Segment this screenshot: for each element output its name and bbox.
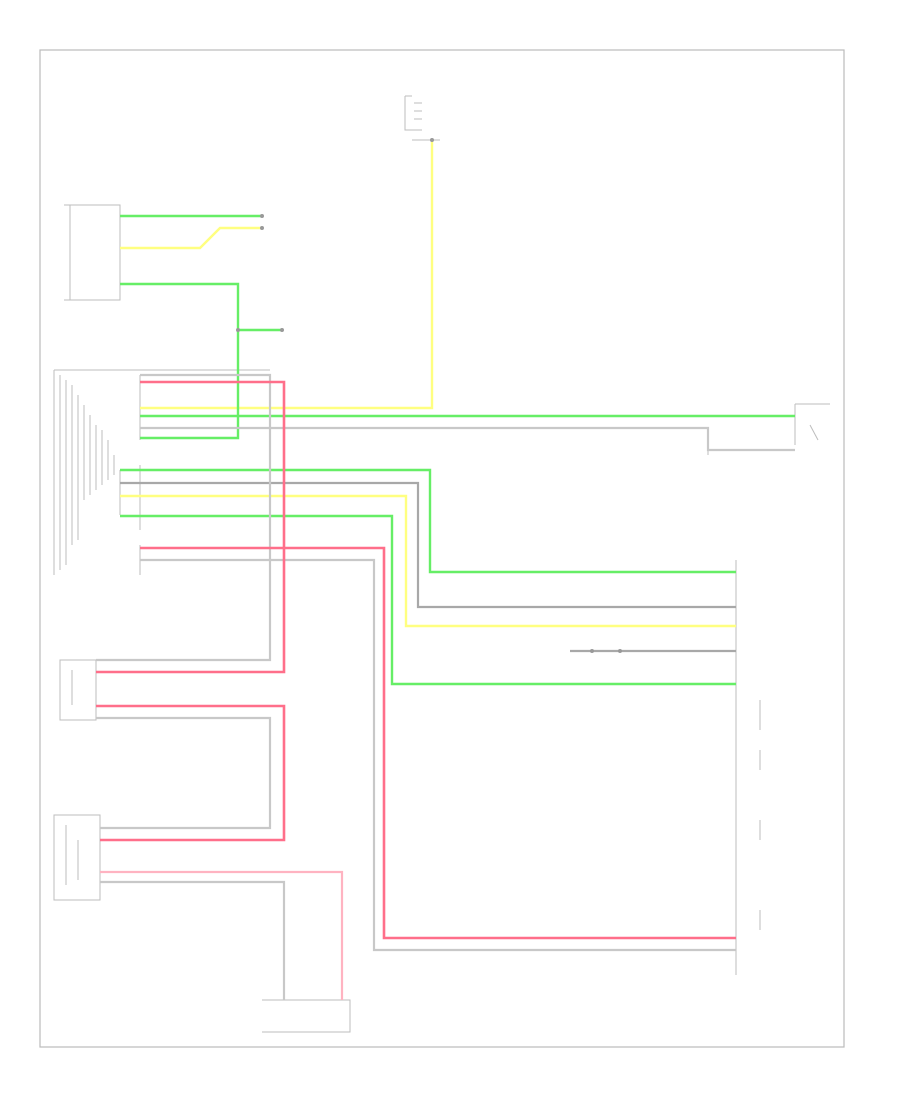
wire-yellow-1 (140, 140, 434, 410)
lower-switch (53, 814, 101, 901)
wire-gray-1 (140, 426, 795, 452)
wire-green-6 (120, 514, 736, 686)
wire-gray-3 (96, 373, 272, 662)
wire-red-1 (96, 380, 286, 674)
top-module (404, 95, 440, 141)
wire-red-2 (140, 546, 736, 940)
wire-gray-5 (96, 716, 272, 830)
wire-yellow-2 (120, 226, 262, 250)
wire-gray-6 (100, 880, 286, 1000)
bcm-block (64, 204, 121, 301)
bottom-sensor (262, 999, 351, 1033)
wire-yellow-3 (120, 494, 736, 628)
wire-gray-2 (120, 481, 736, 609)
diagram-frame (39, 49, 845, 1048)
left-switch (59, 659, 97, 721)
wire-green-2 (120, 282, 240, 440)
wire-green-5 (120, 468, 736, 574)
upper-right-sensor (707, 403, 830, 455)
wire-pink-1 (100, 870, 344, 1000)
connector-pins (236, 138, 622, 653)
right-module (735, 560, 761, 975)
wire-red-3 (96, 704, 286, 842)
wire-gray-4 (140, 558, 736, 952)
